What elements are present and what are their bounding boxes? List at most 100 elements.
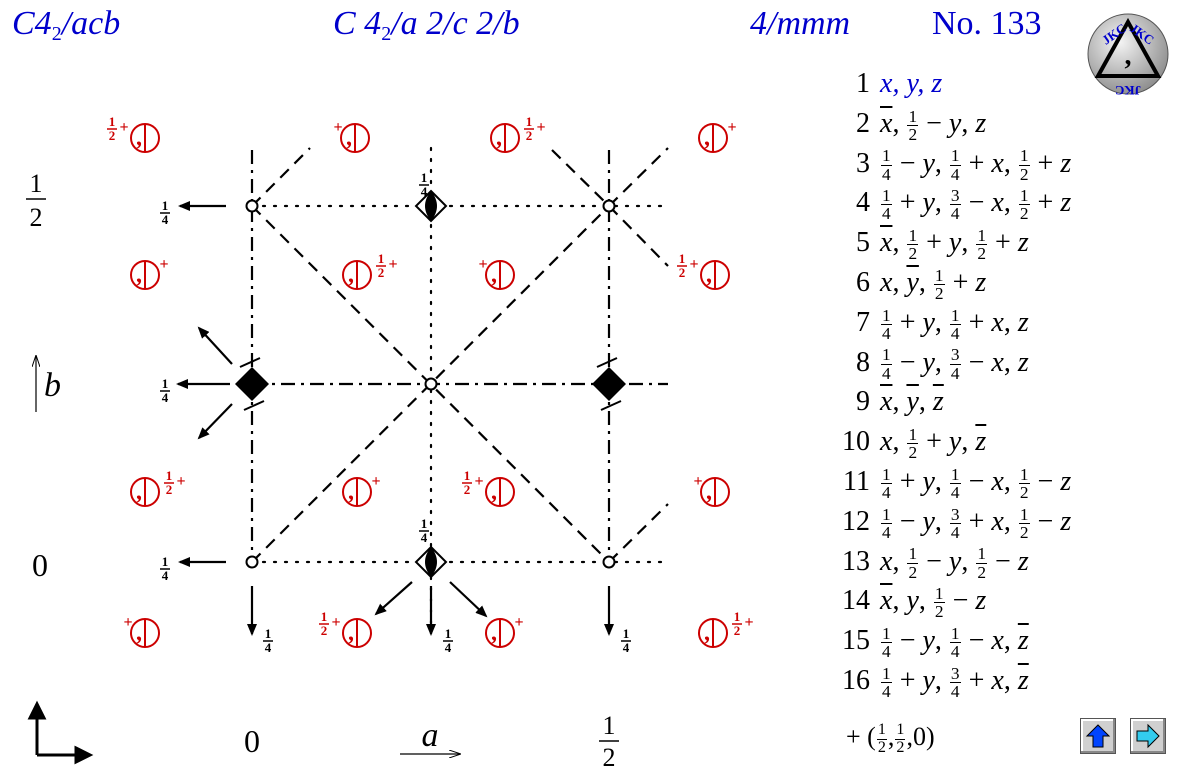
dash-dot-glide-lines — [250, 150, 668, 562]
fraction-label: 14 — [263, 626, 273, 655]
four-bar-axis-top — [414, 189, 448, 223]
comma-mark: , — [348, 262, 354, 288]
general-position-marker: , 12+ — [342, 251, 398, 290]
comma-mark: , — [136, 479, 142, 505]
svg-text:2: 2 — [321, 623, 328, 638]
comma-mark: , — [704, 125, 710, 151]
plus-sign: + — [689, 256, 698, 273]
fraction-label: 12 — [319, 609, 329, 638]
origin-axes-icon — [27, 700, 94, 765]
svg-text:1: 1 — [162, 554, 169, 569]
dashed-diagonal-lines — [251, 147, 669, 563]
jkc-logo[interactable]: , JKC JKC JKC — [1086, 12, 1170, 96]
comma-mark: , — [491, 262, 497, 288]
comma-mark: , — [706, 479, 712, 505]
svg-text:2: 2 — [464, 482, 471, 497]
svg-text:2: 2 — [109, 128, 116, 143]
general-position-marker: ,+ — [698, 119, 737, 153]
svg-text:,: , — [1125, 40, 1132, 71]
plus-sign: + — [388, 256, 397, 273]
comma-mark: , — [348, 620, 354, 646]
svg-text:2: 2 — [378, 265, 385, 280]
twofold-axis-arrows — [176, 201, 614, 636]
svg-text:1: 1 — [421, 170, 428, 185]
general-position-marker: ,12+ — [698, 609, 754, 648]
svg-text:1: 1 — [445, 626, 452, 641]
fraction-label: 12 — [164, 468, 174, 497]
plus-sign: + — [159, 256, 168, 273]
four-two-axis-right — [592, 357, 626, 411]
operation-number: 9 — [856, 386, 870, 418]
fraction-label: 12 — [107, 114, 117, 143]
operation-number: 13 — [842, 545, 870, 577]
a-axis-label: a — [422, 717, 439, 754]
general-position-marker: ,+ — [130, 256, 169, 290]
svg-text:4: 4 — [445, 640, 452, 655]
operation-number: 8 — [856, 346, 870, 378]
operation-number: 1 — [856, 68, 870, 99]
svg-text:1: 1 — [378, 251, 385, 266]
operation-number: 6 — [856, 267, 870, 298]
full-symbol: C 42/a 2/c 2/b — [333, 5, 520, 45]
four-bar-axis-bottom — [414, 545, 448, 579]
operation-number: 15 — [842, 625, 870, 657]
fraction-label: 12 — [732, 609, 742, 638]
svg-text:2: 2 — [166, 482, 173, 497]
plus-sign: + — [478, 256, 487, 273]
plus-sign: + — [744, 614, 753, 631]
next-button[interactable] — [1130, 718, 1166, 754]
plus-sign: + — [693, 473, 702, 490]
operation-number: 7 — [856, 306, 870, 338]
general-position-marker: ,+ — [485, 614, 524, 648]
operation-number: 5 — [856, 227, 870, 259]
svg-text:4: 4 — [162, 390, 169, 405]
general-position-marker: ,12+ — [677, 251, 730, 290]
operation-number: 11 — [843, 466, 870, 497]
operation-number: 14 — [842, 585, 870, 617]
plus-sign: + — [474, 473, 483, 490]
svg-text:1: 1 — [109, 114, 116, 129]
svg-text:JKC: JKC — [1115, 83, 1141, 96]
operation-number: 16 — [842, 665, 870, 696]
svg-text:1: 1 — [321, 609, 328, 624]
fraction-label: 14 — [443, 626, 453, 655]
fraction-label: 14 — [160, 198, 170, 227]
general-position-marker: ,12+ — [107, 114, 160, 153]
general-position-marker: ,+ — [478, 256, 515, 290]
svg-text:2: 2 — [679, 265, 686, 280]
svg-text:1: 1 — [623, 626, 630, 641]
general-position-marker: ,12+ — [130, 468, 186, 507]
fraction-label: 14 — [621, 626, 631, 655]
comma-mark: , — [136, 262, 142, 288]
general-position-marker: ,+ — [342, 473, 381, 507]
bottom-axis-labels: 0 a 1 2 — [244, 711, 619, 770]
operation-number: 12 — [842, 505, 870, 537]
plus-sign: + — [727, 119, 736, 136]
svg-text:1: 1 — [265, 626, 272, 641]
svg-text:1: 1 — [166, 468, 173, 483]
bottom-zero-label: 0 — [244, 723, 260, 759]
fraction-label: 12 — [524, 114, 534, 143]
up-button[interactable] — [1080, 718, 1116, 754]
point-group: 4/mmm — [750, 5, 851, 42]
plus-sign: + — [514, 614, 523, 631]
operation-number: 4 — [856, 187, 870, 219]
comma-mark: , — [496, 125, 502, 151]
svg-text:4: 4 — [623, 640, 630, 655]
